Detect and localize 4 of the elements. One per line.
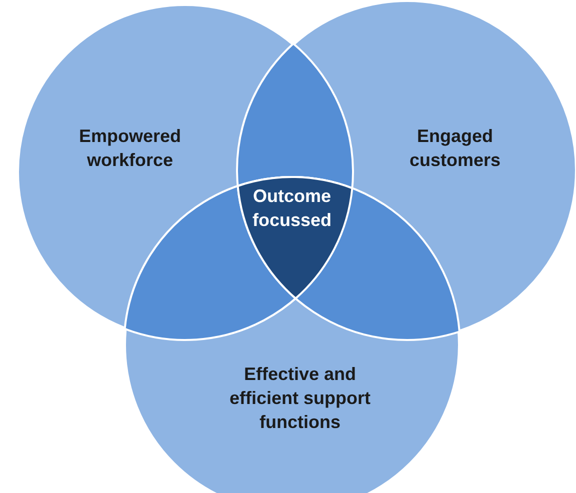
circle-label: Engaged customers xyxy=(408,125,502,172)
region-label: Outcome focussed xyxy=(251,185,333,232)
circle-label: Effective and efficient support functions xyxy=(228,363,372,434)
circle-label: Empowered workforce xyxy=(78,125,182,172)
